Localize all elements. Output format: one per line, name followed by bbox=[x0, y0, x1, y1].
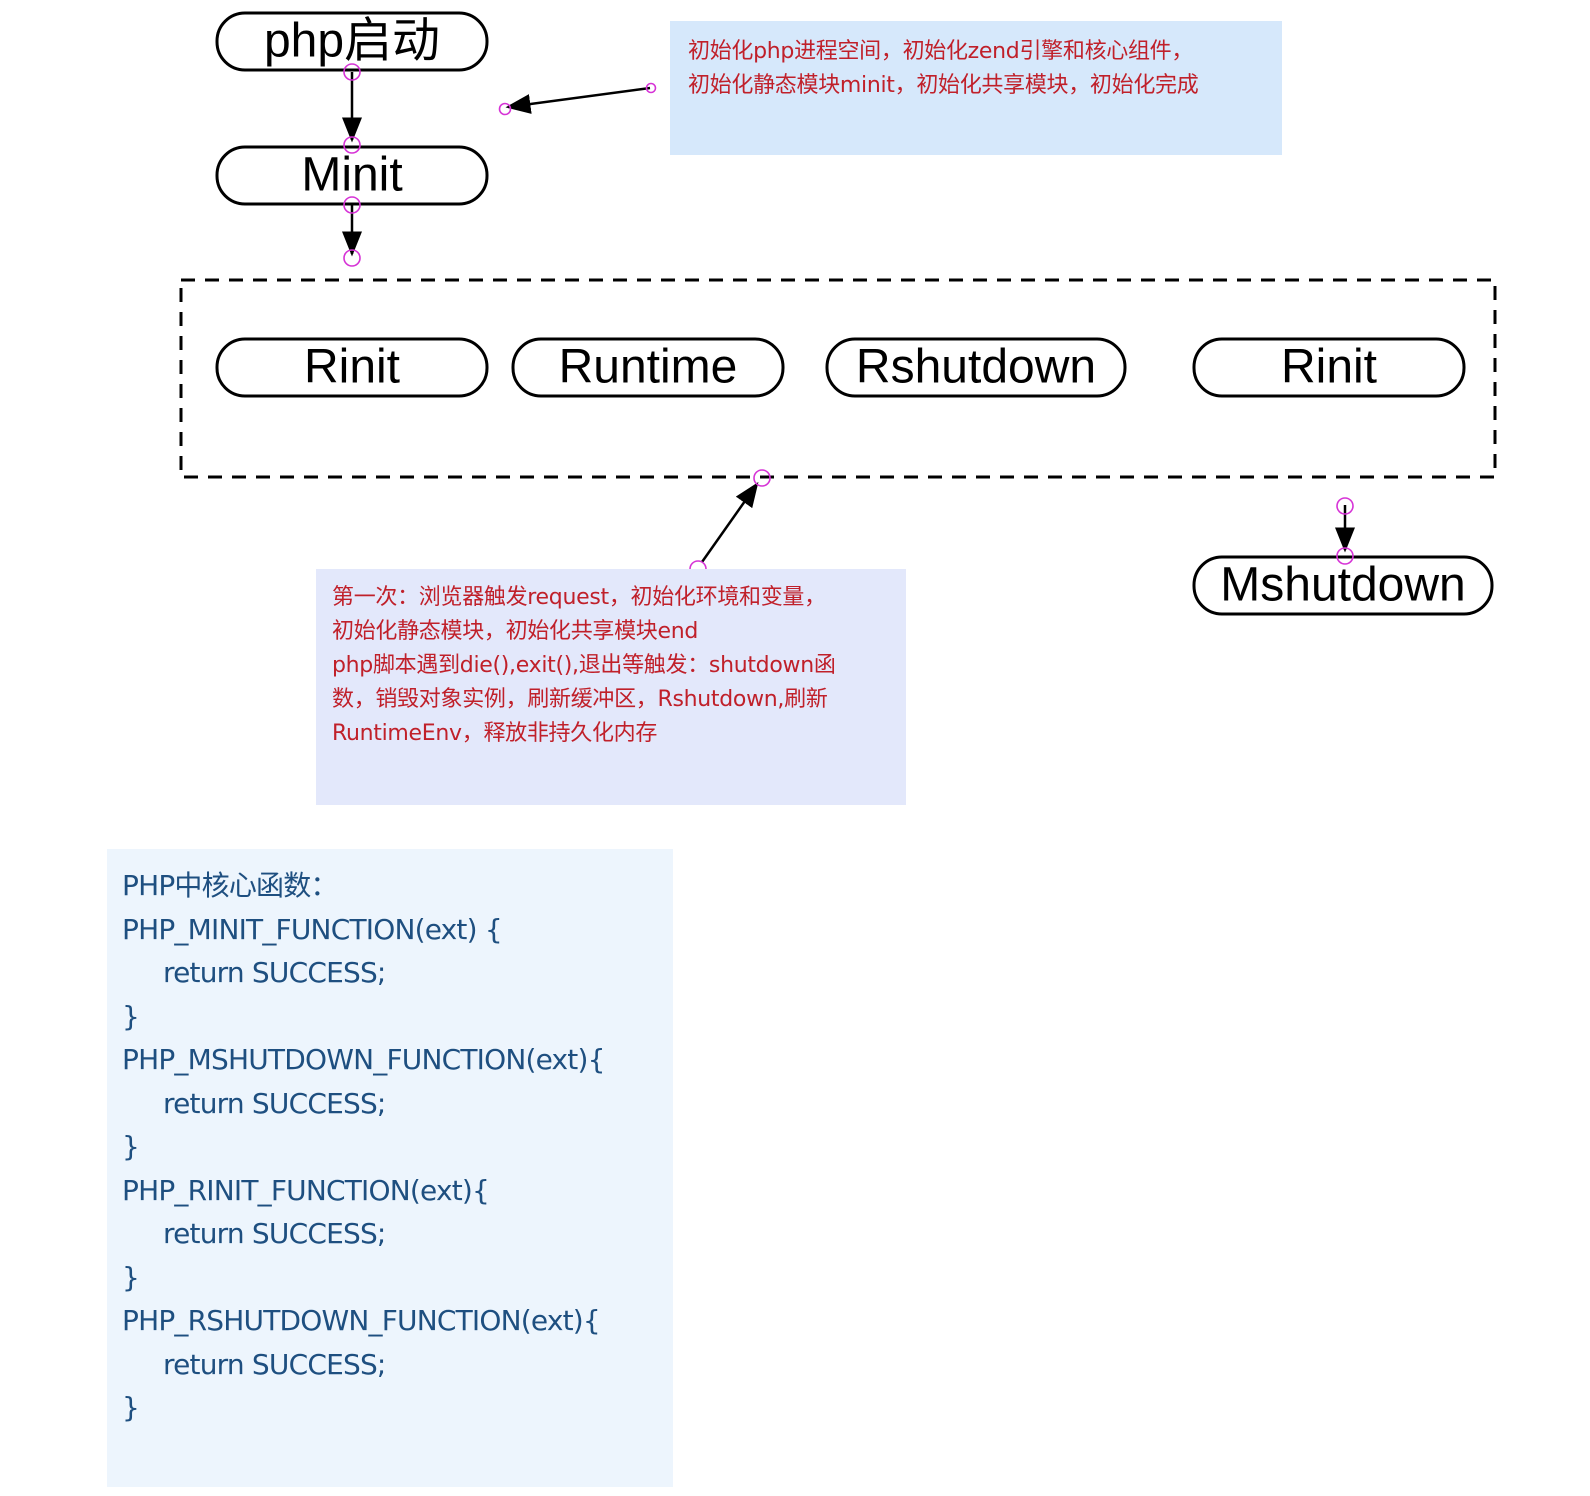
port-mshutdown-source bbox=[1336, 497, 1354, 515]
note-request-line: php脚本遇到die(),exit(),退出等触发：shutdown函 bbox=[332, 653, 836, 678]
note-init-line: 初始化静态模块minit，初始化共享模块，初始化完成 bbox=[688, 73, 1199, 98]
node-php-start-label: php启动 bbox=[264, 15, 440, 68]
code-line: return SUCCESS; bbox=[163, 1086, 386, 1120]
code-line: PHP_MSHUTDOWN_FUNCTION(ext){ bbox=[122, 1043, 605, 1076]
code-line: return SUCCESS; bbox=[163, 1217, 386, 1250]
port-note-init-start bbox=[645, 82, 657, 94]
node-rinit-2-label: Rinit bbox=[1281, 341, 1377, 394]
node-runtime: Runtime bbox=[511, 337, 785, 398]
code-line: return SUCCESS; bbox=[163, 956, 386, 989]
code-line: PHP_RSHUTDOWN_FUNCTION(ext){ bbox=[122, 1304, 601, 1337]
code-line: } bbox=[122, 1260, 140, 1294]
note-request-line: 数，销毁对象实例，刷新缓冲区，Rshutdown,刷新 bbox=[332, 687, 828, 712]
code-core-functions: PHP中核心函数： PHP_MINIT_FUNCTION(ext) { retu… bbox=[107, 849, 673, 1487]
code-line: } bbox=[122, 1130, 140, 1163]
port-note-init-end bbox=[498, 102, 512, 116]
port-mshutdown-top bbox=[1336, 547, 1354, 565]
node-mshutdown: Mshutdown bbox=[1192, 555, 1494, 616]
node-runtime-label: Runtime bbox=[559, 341, 738, 394]
code-line: PHP_RINIT_FUNCTION(ext){ bbox=[122, 1173, 490, 1207]
request-cycle-group bbox=[179, 278, 1497, 479]
node-rshutdown: Rshutdown bbox=[825, 337, 1127, 398]
edge-note-request-pointer bbox=[700, 481, 759, 563]
note-init-process: 初始化php进程空间，初始化zend引擎和核心组件， 初始化静态模块minit，… bbox=[670, 21, 1282, 155]
node-mshutdown-label: Mshutdown bbox=[1220, 559, 1465, 612]
port-group-top bbox=[343, 249, 361, 267]
port-minit-bottom bbox=[343, 196, 361, 214]
node-rshutdown-label: Rshutdown bbox=[856, 341, 1096, 394]
port-php-start-bottom bbox=[343, 63, 361, 81]
note-init-line: 初始化php进程空间，初始化zend引擎和核心组件， bbox=[688, 39, 1194, 64]
node-rinit-1: Rinit bbox=[215, 337, 489, 398]
port-group-bottom bbox=[753, 469, 771, 487]
code-line: PHP_MINIT_FUNCTION(ext) { bbox=[122, 912, 503, 946]
code-line: } bbox=[122, 1391, 140, 1424]
node-php-start: php启动 bbox=[215, 11, 489, 72]
port-minit-top bbox=[343, 136, 361, 154]
node-rinit-1-label: Rinit bbox=[304, 341, 400, 394]
note-request-line: 第一次：浏览器触发request，初始化环境和变量， bbox=[332, 585, 826, 610]
note-request-process: 第一次：浏览器触发request，初始化环境和变量， 初始化静态模块，初始化共享… bbox=[316, 569, 906, 805]
node-minit: Minit bbox=[215, 145, 489, 206]
code-line: return SUCCESS; bbox=[163, 1347, 386, 1381]
note-request-line: 初始化静态模块，初始化共享模块end bbox=[332, 619, 699, 644]
node-minit-label: Minit bbox=[301, 149, 402, 202]
code-line: } bbox=[122, 999, 140, 1033]
code-title: PHP中核心函数： bbox=[122, 869, 338, 902]
edge-note-init-pointer bbox=[505, 86, 651, 114]
note-request-line: RuntimeEnv，释放非持久化内存 bbox=[332, 721, 658, 746]
node-rinit-2: Rinit bbox=[1192, 337, 1466, 398]
